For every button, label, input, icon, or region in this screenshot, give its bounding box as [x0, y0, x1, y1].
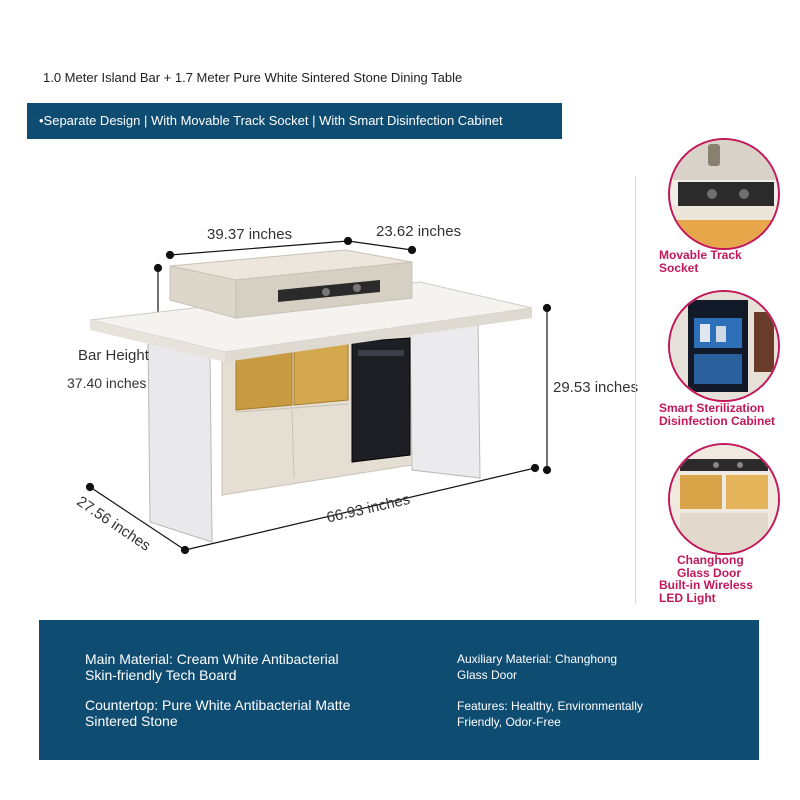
- feature-label-glass-door: Changhong Glass Door: [677, 553, 744, 580]
- feature-label-led-light: Built-in Wireless LED Light: [659, 578, 753, 605]
- right-acrylic-leg: [409, 317, 481, 479]
- left-acrylic-leg: [147, 334, 213, 543]
- disinfection-cabinet-icon: [668, 290, 780, 402]
- main-material: Main Material: Cream White Antibacterial…: [85, 651, 339, 683]
- page-title: 1.0 Meter Island Bar + 1.7 Meter Pure Wh…: [43, 70, 463, 85]
- product-features: Features: Healthy, Environmentally Frien…: [457, 699, 643, 729]
- dim-bar-height-label: Bar Height: [78, 347, 149, 364]
- materials-panel: Main Material: Cream White Antibacterial…: [39, 620, 759, 760]
- feature-label-disinfection: Smart Sterilization Disinfection Cabinet: [659, 401, 776, 428]
- divider-line: [635, 176, 636, 604]
- dim-top-depth: 23.62 inches: [376, 223, 462, 240]
- auxiliary-material: Auxiliary Material: Changhong Glass Door: [457, 652, 618, 682]
- dim-bar-height-value: 37.40 inches: [67, 375, 147, 391]
- banner-text: •Separate Design | With Movable Track So…: [39, 113, 503, 128]
- glass-door-icon: [668, 443, 780, 555]
- dim-top-width: 39.37 inches: [207, 226, 293, 243]
- feature-label-track-socket: Movable Track Socket: [659, 248, 742, 275]
- product-illustration: [85, 236, 552, 555]
- feature-banner: •Separate Design | With Movable Track So…: [27, 103, 562, 139]
- track-socket-icon: [668, 138, 780, 250]
- countertop-material: Countertop: Pure White Antibacterial Mat…: [85, 697, 351, 729]
- dim-table-height: 29.53 inches: [553, 379, 639, 396]
- glass-door-right: [293, 341, 349, 406]
- disinfection-cabinet-door: [351, 337, 411, 463]
